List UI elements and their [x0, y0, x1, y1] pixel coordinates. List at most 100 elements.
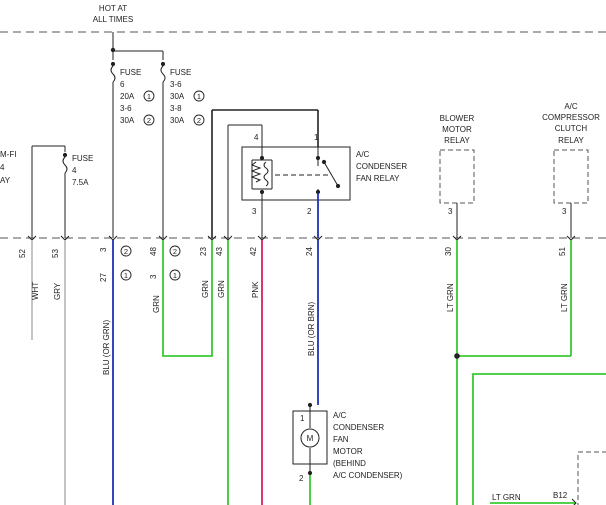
relay-coil-icon: [250, 147, 273, 238]
pin-30: 30: [444, 247, 453, 256]
fuse-a-num: 6: [120, 80, 125, 89]
clutch-relay-title-1: A/C: [564, 102, 578, 111]
variant-circle: [169, 245, 181, 257]
connector-b12-mark: [571, 498, 577, 505]
fuse-b-amp2: 30A: [170, 116, 185, 125]
fuse-b-num2: 3-8: [170, 104, 182, 113]
left-fuse-num: 4: [72, 166, 77, 175]
variant-circle: [193, 114, 205, 126]
relay-switch-icon: [275, 147, 341, 238]
variant-mark-1: 1: [124, 271, 128, 280]
wire-label-blu-or-brn: BLU (OR BRN): [307, 301, 316, 356]
partial-label-2: 4: [0, 163, 5, 172]
all-times-label: ALL TIMES: [93, 15, 133, 24]
left-fuse-name: FUSE: [72, 154, 93, 163]
motor-title-1: A/C: [333, 411, 347, 420]
pin-24: 24: [305, 247, 314, 256]
fan-relay-pin-1: 1: [314, 133, 319, 142]
pin-43: 43: [215, 247, 224, 256]
wire-grn-loop: [162, 240, 213, 357]
bottom-wire-label: LT GRN: [492, 493, 521, 502]
wire-label-grn-3: GRN: [217, 280, 226, 298]
variant-mark-2: 2: [173, 247, 177, 256]
relay-feed-wires: [211, 109, 319, 238]
motor-symbol: M: [307, 434, 314, 443]
variant-circle: [120, 269, 132, 281]
fan-relay-pin-3: 3: [252, 207, 257, 216]
splice-dot: [454, 353, 460, 359]
pin-23: 23: [199, 247, 208, 256]
pin-53: 53: [51, 249, 60, 258]
partial-label-3: AY: [0, 176, 11, 185]
wire-label-wht: WHT: [31, 282, 40, 300]
fuse-a-amp2: 30A: [120, 116, 135, 125]
wire-lt-grn-blower: [456, 240, 572, 505]
fan-relay-pin-2: 2: [307, 207, 312, 216]
fuse-b-name: FUSE: [170, 68, 191, 77]
fuse-b-symbol: [160, 61, 166, 238]
motor-title-2: CONDENSER: [333, 423, 384, 432]
fan-relay-pin-4: 4: [254, 133, 259, 142]
clutch-relay-title-2: COMPRESSOR: [542, 113, 600, 122]
feed-wires: [112, 32, 164, 60]
fuse-a-name: FUSE: [120, 68, 141, 77]
splice-dot: [110, 47, 116, 53]
fuse-b-amp1: 30A: [170, 92, 185, 101]
blower-relay-title-3: RELAY: [444, 136, 470, 145]
connector-b12-label: B12: [553, 491, 568, 500]
variant-mark-2: 2: [197, 116, 201, 125]
wire-label-grn-1: GRN: [152, 295, 161, 313]
left-fuse-circuit: [31, 145, 68, 238]
wire-label-lt-grn-1: LT GRN: [446, 283, 455, 312]
wire-label-grn-2: GRN: [201, 280, 210, 298]
fan-relay-box: [241, 146, 351, 201]
blower-relay-title-2: MOTOR: [442, 125, 472, 134]
variant-mark-1: 1: [197, 92, 201, 101]
pin-42: 42: [249, 247, 258, 256]
left-fuse-amp: 7.5A: [72, 178, 89, 187]
pin-27: 27: [99, 273, 108, 282]
pin-3: 3: [99, 247, 108, 252]
pin-48: 48: [149, 247, 158, 256]
motor-pin-bottom: 2: [299, 474, 304, 483]
relay-feed-wire-2: [227, 124, 263, 238]
fuse-a-amp1: 20A: [120, 92, 135, 101]
variant-mark-1: 1: [173, 271, 177, 280]
fan-relay-title-3: FAN RELAY: [356, 174, 400, 183]
wire-label-gry: GRY: [53, 282, 62, 300]
motor-title-3: FAN: [333, 435, 349, 444]
variant-circle: [169, 269, 181, 281]
pin-52: 52: [18, 249, 27, 258]
variant-mark-2: 2: [124, 247, 128, 256]
fan-motor-icon: [300, 402, 320, 476]
variant-mark-1: 1: [147, 92, 151, 101]
clutch-relay-title-4: RELAY: [558, 136, 584, 145]
blower-relay-box: [439, 149, 475, 204]
partial-label-1: M-FI: [0, 150, 16, 159]
hot-at-label: HOT AT: [99, 4, 127, 13]
clutch-relay-title-3: CLUTCH: [555, 124, 588, 133]
variant-circle: [143, 114, 155, 126]
variant-circle: [143, 90, 155, 102]
clutch-relay-pin: 3: [562, 207, 567, 216]
variant-mark-2: 2: [147, 116, 151, 125]
wire-lt-grn-lower: [472, 373, 606, 505]
fuse-b-num: 3-6: [170, 80, 182, 89]
clutch-relay-box: [553, 149, 589, 204]
variant-circle: [193, 90, 205, 102]
wire-label-lt-grn-2: LT GRN: [560, 283, 569, 312]
blower-relay-pin: 3: [448, 207, 453, 216]
lower-right-component-box: [577, 451, 606, 505]
motor-pin-top: 1: [300, 414, 305, 423]
fan-relay-title-2: CONDENSER: [356, 162, 407, 171]
pin-51: 51: [558, 247, 567, 256]
motor-title-6: A/C CONDENSER): [333, 471, 403, 480]
fuse-a-symbol: [110, 61, 116, 238]
wire-label-blu-or-grn: BLU (OR GRN): [102, 320, 111, 375]
variant-circle: [120, 245, 132, 257]
pin-3-lower: 3: [149, 274, 158, 279]
fan-relay-title-1: A/C: [356, 150, 370, 159]
fuse-a-num2: 3-6: [120, 104, 132, 113]
motor-title-5: (BEHIND: [333, 459, 366, 468]
